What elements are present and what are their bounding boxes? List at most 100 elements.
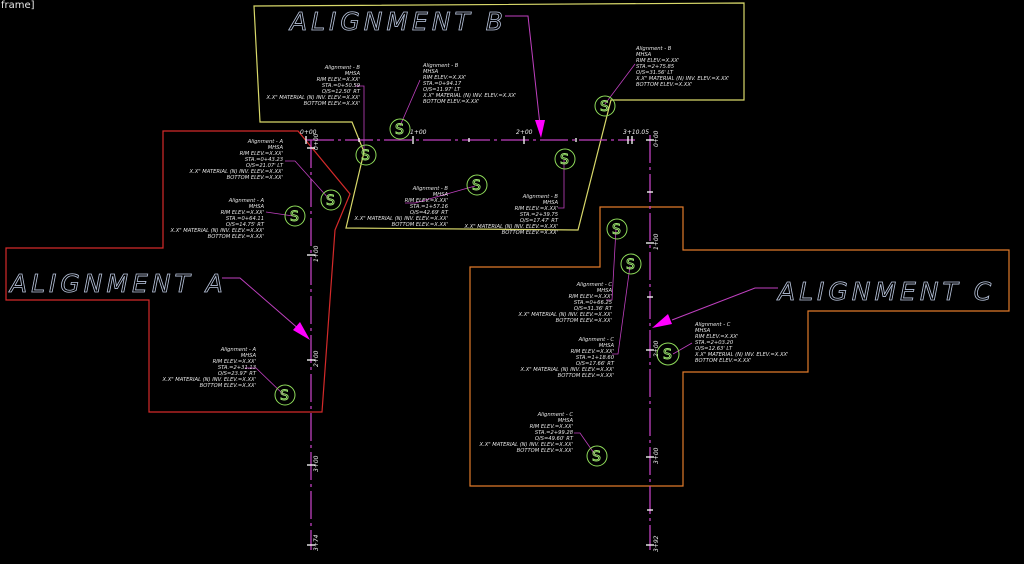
annotation-line: MHSA	[599, 343, 615, 349]
annotation-line: Alignment - A	[228, 198, 265, 204]
annotation-line: RIM ELEV.=X.XX'	[571, 349, 614, 355]
annotation-line: STA.=0+64.11	[226, 216, 264, 222]
annotation-line: MHSA	[695, 328, 711, 334]
alignment-b-centerline	[305, 136, 635, 144]
annotation-line: X.X" MATERIAL (N) INV. ELEV.=X.XX'	[479, 442, 573, 448]
alignment-c-centerline	[646, 135, 654, 550]
annotation-line: Alignment - B	[324, 65, 361, 71]
annotation-line: RIM ELEV.=X.XX'	[405, 198, 448, 204]
alignment-a-boundary	[5, 130, 351, 413]
annotation-line: RIM ELEV.=X.XX'	[317, 77, 360, 83]
annotation-line: S	[560, 152, 569, 168]
annotation-line: Alignment - C	[694, 322, 731, 328]
annotation-line: BOTTOM ELEV.=X.XX'	[227, 175, 283, 181]
manhole-b5-symbol[interactable]: S	[554, 148, 576, 170]
annotation-line: STA.=0+43.23	[245, 157, 283, 163]
manhole-b4-symbol[interactable]: S	[466, 174, 488, 196]
annotation-line: S	[326, 193, 335, 209]
annotation-line: STA.=1+57.16	[410, 204, 449, 210]
annotation-line: Alignment - B	[412, 186, 449, 192]
annotation-line: MHSA	[345, 71, 361, 77]
annotation-line: O/S=11.97' LT	[423, 87, 461, 93]
annotation-line: BOTTOM ELEV.=X.XX'	[636, 82, 692, 88]
manhole-a3-symbol[interactable]: S	[274, 384, 296, 406]
annotation-line: Alignment - C	[537, 412, 574, 418]
annotation-line: BOTTOM ELEV.=X.XX'	[200, 383, 256, 389]
annotation-line: X.X" MATERIAL (N) INV. ELEV.=X.XX'	[170, 228, 264, 234]
station-a-end: 3+74	[313, 534, 320, 551]
annotation-line: RIM ELEV.=X.XX'	[636, 58, 679, 64]
annotation-line: O/S=14.75' RT	[226, 222, 265, 228]
manhole-b1-symbol[interactable]: S	[355, 144, 377, 166]
station-c-3: 3+00	[653, 447, 660, 464]
station-a-0: 0+00	[313, 133, 320, 150]
station-c-1: 1+00	[653, 233, 660, 250]
annotation-line: S	[600, 99, 609, 115]
annotation-line: Alignment - B	[635, 46, 672, 52]
annotation-line: S	[592, 449, 601, 465]
annotation-line: STA.=0+66.25	[574, 300, 613, 306]
manhole-a2-symbol[interactable]: S	[284, 205, 306, 227]
manhole-c3-symbol[interactable]: S	[656, 342, 680, 366]
annotation-line: STA.=2+03.20	[695, 340, 734, 346]
annotation-line: RIM ELEV.=X.XX'	[423, 75, 466, 81]
station-b-0: 0+00	[300, 129, 317, 136]
annotation-line: S	[290, 209, 299, 225]
annotation-line: X.X" MATERIAL (N) INV. ELEV.=X.XX'	[694, 352, 788, 358]
annotation-line: Alignment - B	[522, 194, 559, 200]
annotation-line: MHSA	[636, 52, 652, 58]
annotation-line: S	[280, 388, 289, 404]
annotation-line: O/S=12.63' LT	[695, 346, 733, 352]
annotation-line: S	[612, 222, 621, 238]
annotation-line: O/S=21.07' LT	[246, 163, 284, 169]
manhole-c1-note: Alignment - C MHSA RIM ELEV.=X.XX' STA.=…	[518, 282, 613, 324]
annotation-line: RIM ELEV.=X.XX'	[569, 294, 612, 300]
annotation-line: BOTTOM ELEV.=X.XX'	[208, 234, 264, 240]
annotation-line: BOTTOM ELEV.=X.XX'	[517, 448, 573, 454]
station-a-2: 2+00	[313, 350, 320, 367]
alignment-a-title-leader	[222, 277, 310, 340]
annotation-line: X.X" MATERIAL (N) INV. ELEV.=X.XX'	[635, 76, 729, 82]
station-a-1: 1+00	[313, 245, 320, 262]
annotation-line: O/S=31.36' RT	[574, 306, 613, 312]
annotation-line: STA.=0+50.59	[322, 83, 360, 89]
manhole-c4-note: Alignment - C MHSA RIM ELEV.=X.XX' STA.=…	[479, 412, 574, 454]
manhole-a1-symbol[interactable]: S	[320, 189, 342, 211]
manhole-c4-symbol[interactable]: S	[586, 445, 608, 467]
annotation-line: STA.=2+31.13	[218, 365, 256, 371]
station-c-end: 3+92	[653, 535, 660, 552]
annotation-line: STA.=0+94.17	[423, 81, 462, 87]
annotation-line: MHSA	[433, 192, 449, 198]
annotation-line: RIM ELEV.=X.XX'	[530, 424, 573, 430]
manhole-a3-note: Alignment - A MHSA RIM ELEV.=X.XX' STA.=…	[162, 347, 257, 389]
annotation-line: STA.=2+75.85	[636, 64, 675, 70]
alignment-c-boundary	[469, 206, 1010, 487]
manhole-b1-note: Alignment - B MHSA RIM ELEV.=X.XX' STA.=…	[266, 65, 361, 107]
alignment-b-title: ALIGNMENT B	[288, 7, 507, 36]
annotation-line: STA.=1+18.60	[576, 355, 615, 361]
manhole-b3-symbol[interactable]: S	[594, 95, 616, 117]
annotation-line: Alignment - B	[422, 63, 459, 69]
manhole-c2-symbol[interactable]: S	[620, 253, 642, 275]
annotation-line: STA.=2+99.28	[535, 430, 574, 436]
annotation-line: X.X" MATERIAL (N) INV. ELEV.=X.XX'	[518, 312, 612, 318]
annotation-line: X.X" MATERIAL (N) INV. ELEV.=X.XX'	[422, 93, 516, 99]
manhole-b2-note: Alignment - B MHSA RIM ELEV.=X.XX' STA.=…	[422, 63, 516, 105]
station-b-2: 2+00	[516, 129, 533, 136]
annotation-line: S	[361, 148, 370, 164]
frame-label: frame]	[1, 0, 35, 11]
annotation-line: MHSA	[249, 204, 265, 210]
annotation-line: RIM ELEV.=X.XX'	[221, 210, 264, 216]
station-b-1: 1+00	[410, 129, 427, 136]
manhole-c1-symbol[interactable]: S	[606, 218, 628, 240]
station-c-0: 0+00	[653, 130, 660, 147]
manhole-b2-symbol[interactable]: S	[389, 118, 411, 140]
manhole-b4-note: Alignment - B MHSA RIM ELEV.=X.XX' STA.=…	[354, 186, 449, 228]
annotation-line: O/S=17.66' RT	[576, 361, 615, 367]
annotation-line: S	[626, 257, 635, 273]
alignment-a-centerline	[307, 140, 315, 550]
annotation-line: BOTTOM ELEV.=X.XX'	[556, 318, 612, 324]
annotation-line: MHSA	[543, 200, 559, 206]
